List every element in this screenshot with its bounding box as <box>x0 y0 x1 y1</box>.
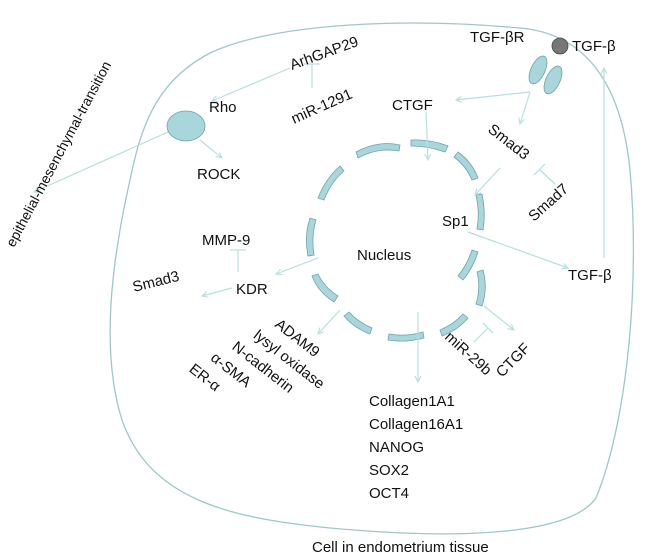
bottom-target: NANOG <box>369 439 424 456</box>
mmp9-label: MMP-9 <box>202 232 250 249</box>
tgfb-ligand-label: TGF-β <box>572 38 616 55</box>
mir1291-label: miR-1291 <box>289 86 355 128</box>
nucleus-segment <box>355 143 401 159</box>
sp1-label: Sp1 <box>442 213 469 230</box>
arhgap29-label: ArhGAP29 <box>288 33 361 74</box>
kdr-label: KDR <box>236 281 268 298</box>
bottom-target: SOX2 <box>369 462 409 479</box>
nucleus-segment <box>317 165 345 201</box>
nucleus-segment <box>475 193 485 231</box>
pathway-arrows <box>34 68 604 382</box>
nucleus-segment <box>387 331 425 342</box>
tgfb-receptor-shape <box>528 55 548 85</box>
rock-label: ROCK <box>197 166 240 183</box>
cell-membrane <box>109 22 635 535</box>
ctgf-top-label: CTGF <box>392 97 433 114</box>
bottom-target: Collagen1A1 <box>369 393 455 410</box>
smad3-top-label: Smad3 <box>485 121 533 164</box>
bottom-targets: Collagen1A1 Collagen16A1 NANOG SOX2 OCT4 <box>369 393 463 502</box>
nucleus-segment <box>306 217 317 257</box>
nucleus-segment <box>311 273 339 303</box>
bottom-target: OCT4 <box>369 485 409 502</box>
nucleus-segment <box>410 139 449 153</box>
rho-shape <box>166 110 206 142</box>
bottom-target: Collagen16A1 <box>369 416 463 433</box>
emt-label: epithelial-mesenchymal-transition <box>3 58 115 249</box>
mir29b-label: miR-29b <box>441 328 495 379</box>
nucleus-label: Nucleus <box>357 247 411 264</box>
nucleus-segment <box>457 249 479 281</box>
nucleus-segment <box>475 269 486 307</box>
nucleus-segment <box>439 313 469 337</box>
ctgf-bottom-label: CTGF <box>493 340 534 381</box>
diagram-caption: Cell in endometrium tissue <box>312 539 489 556</box>
inhibition-lines <box>230 63 556 343</box>
smad7-label: Smad7 <box>525 181 572 225</box>
tgfb-receptor-label: TGF-βR <box>470 29 525 46</box>
tgfb-ligand-circle <box>551 37 569 55</box>
rho-label: Rho <box>209 99 237 116</box>
smad3-left-label: Smad3 <box>131 268 181 296</box>
tgfb-right-label: TGF-β <box>568 267 612 284</box>
nucleus-segment <box>343 311 373 335</box>
nucleus-segment <box>453 151 479 181</box>
nucleus-envelope <box>306 139 486 342</box>
tgfb-receptor-shape <box>543 65 563 95</box>
left-targets: ADAM9 lysyl oxidase N-cadherin α-SMA ER-… <box>186 316 328 397</box>
